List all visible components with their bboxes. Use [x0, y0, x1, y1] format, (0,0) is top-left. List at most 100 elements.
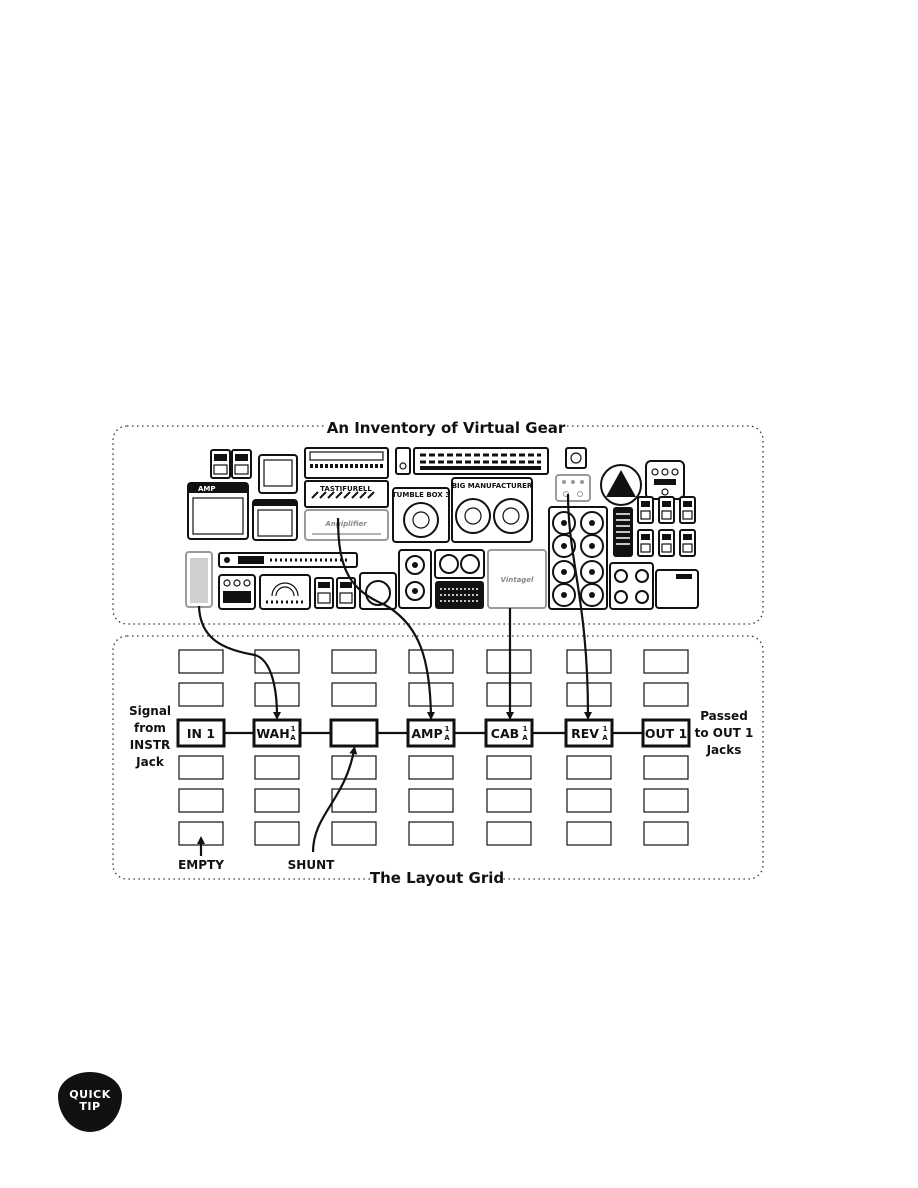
grid-cell[interactable] — [566, 649, 612, 674]
grid-cell[interactable] — [254, 821, 300, 846]
grid-cell[interactable] — [486, 788, 532, 813]
grid-cell[interactable] — [331, 788, 377, 813]
output-block[interactable]: OUT 1 — [641, 718, 691, 748]
grid-cell[interactable] — [331, 755, 377, 780]
amp-connection-arrow — [336, 517, 435, 720]
grid-cell[interactable] — [486, 821, 532, 846]
grid-cell[interactable] — [331, 649, 377, 674]
pedal-icon[interactable] — [336, 577, 356, 609]
grid-cell[interactable] — [254, 755, 300, 780]
reverb-pedal-icon[interactable] — [555, 474, 591, 502]
big-combo-amp-icon[interactable]: BIG MANUFACTURER — [451, 477, 533, 543]
grid-cell[interactable] — [408, 788, 454, 813]
small-amp-icon[interactable] — [252, 499, 298, 541]
small-amp-icon[interactable] — [655, 569, 699, 609]
block-badge: A — [290, 734, 296, 742]
grid-column — [486, 649, 532, 846]
svg-text:OUT 1: OUT 1 — [645, 726, 687, 741]
connection-arrows — [197, 493, 592, 856]
block-badge: 1 — [291, 725, 296, 733]
pedal-icon[interactable] — [637, 529, 654, 557]
grid-cell[interactable] — [643, 649, 689, 674]
svg-text:REV: REV — [571, 726, 599, 741]
grid-cell[interactable] — [408, 821, 454, 846]
speaker-cabinet-icon[interactable] — [609, 562, 654, 610]
svg-text:Vintagel: Vintagel — [501, 576, 535, 584]
grid-cell[interactable] — [178, 788, 224, 813]
block-badge: A — [444, 734, 450, 742]
signal-destination-note: Passed to OUT 1 Jacks — [695, 709, 754, 757]
pedal-icon[interactable] — [679, 496, 696, 524]
quick-tip-label: QUICK TIP — [69, 1088, 111, 1113]
block-badge: 1 — [603, 725, 608, 733]
grid-cell[interactable] — [643, 755, 689, 780]
pedal-icon[interactable] — [314, 577, 334, 609]
grid-cell[interactable] — [566, 788, 612, 813]
fuzz-pedal-icon[interactable] — [645, 460, 685, 500]
grid-cell[interactable] — [178, 649, 224, 674]
grid-cell[interactable] — [566, 755, 612, 780]
layout-grid-panel — [112, 635, 764, 880]
speaker-cabinet-faded-icon[interactable]: Vintagel — [487, 549, 547, 609]
grid-cell[interactable] — [178, 755, 224, 780]
grid-cell[interactable] — [408, 649, 454, 674]
grid-column — [331, 649, 377, 846]
amp-head-icon[interactable]: TASTIFURELL — [304, 480, 389, 508]
pedal-icon[interactable] — [231, 449, 252, 479]
pedal-icon[interactable] — [658, 529, 675, 557]
grid-cell[interactable] — [254, 649, 300, 674]
grid-cell[interactable] — [331, 682, 377, 707]
grid-cell[interactable] — [408, 755, 454, 780]
multi-fx-pedal-icon[interactable] — [218, 574, 256, 610]
pedal-icon[interactable] — [658, 496, 675, 524]
amp-head-icon[interactable] — [304, 447, 389, 479]
reverb-block[interactable]: REV 1 A — [564, 718, 614, 748]
shunt-callout-label: SHUNT — [288, 858, 335, 872]
grid-cell[interactable] — [486, 755, 532, 780]
amp-head-faded-icon[interactable]: Angiplifier — [304, 509, 389, 541]
quick-tip-badge: QUICK TIP — [58, 1072, 122, 1132]
expression-pedal-icon[interactable] — [613, 507, 633, 557]
dial-pedal-icon[interactable] — [600, 464, 642, 506]
grid-cell[interactable] — [643, 788, 689, 813]
combo-amp-icon[interactable]: TUMBLE BOX 3 — [392, 487, 450, 543]
grid-cell[interactable] — [254, 788, 300, 813]
block-badge: A — [602, 734, 608, 742]
pedal-icon[interactable] — [679, 529, 696, 557]
combo-amp-icon[interactable]: AMP — [187, 482, 249, 540]
signal-chain: IN 1 WAH 1 A AMP 1 A CAB 1 A REV 1 A — [176, 718, 691, 748]
pedal-icon[interactable] — [637, 496, 654, 524]
rack-unit-icon[interactable] — [218, 552, 358, 568]
amp-head-icon[interactable] — [259, 574, 311, 610]
tuner-icon[interactable] — [395, 447, 411, 475]
wah-connection-arrow — [197, 605, 281, 720]
speaker-cabinet-icon[interactable] — [434, 549, 485, 609]
wah-block[interactable]: WAH 1 A — [252, 718, 302, 748]
pedal-icon[interactable] — [210, 449, 231, 479]
signal-source-note: Signal from INSTR Jack — [129, 704, 171, 769]
input-block[interactable]: IN 1 — [176, 718, 226, 748]
rack-unit-icon[interactable] — [413, 447, 549, 475]
svg-text:AMP: AMP — [411, 726, 442, 741]
grid-cell[interactable] — [566, 821, 612, 846]
small-amp-icon[interactable] — [258, 454, 298, 494]
wah-pedal-faded-icon[interactable] — [185, 551, 213, 608]
speaker-cabinet-icon[interactable] — [548, 506, 608, 610]
grid-cell[interactable] — [331, 821, 377, 846]
block-badge: A — [522, 734, 528, 742]
svg-text:Passed: Passed — [700, 709, 748, 723]
grid-cell[interactable] — [643, 821, 689, 846]
combo-amp-icon[interactable] — [359, 572, 397, 610]
amp-block[interactable]: AMP 1 A — [406, 718, 456, 748]
speaker-cabinet-icon[interactable] — [398, 549, 432, 609]
grid-column — [566, 649, 612, 846]
shunt-block[interactable] — [329, 718, 379, 748]
svg-text:INSTR: INSTR — [130, 738, 171, 752]
svg-text:TASTIFURELL: TASTIFURELL — [320, 485, 372, 493]
cab-block[interactable]: CAB 1 A — [484, 718, 534, 748]
block-badge: 1 — [523, 725, 528, 733]
grid-cell[interactable] — [643, 682, 689, 707]
grid-cell[interactable] — [178, 682, 224, 707]
pedal-icon[interactable] — [565, 447, 587, 469]
